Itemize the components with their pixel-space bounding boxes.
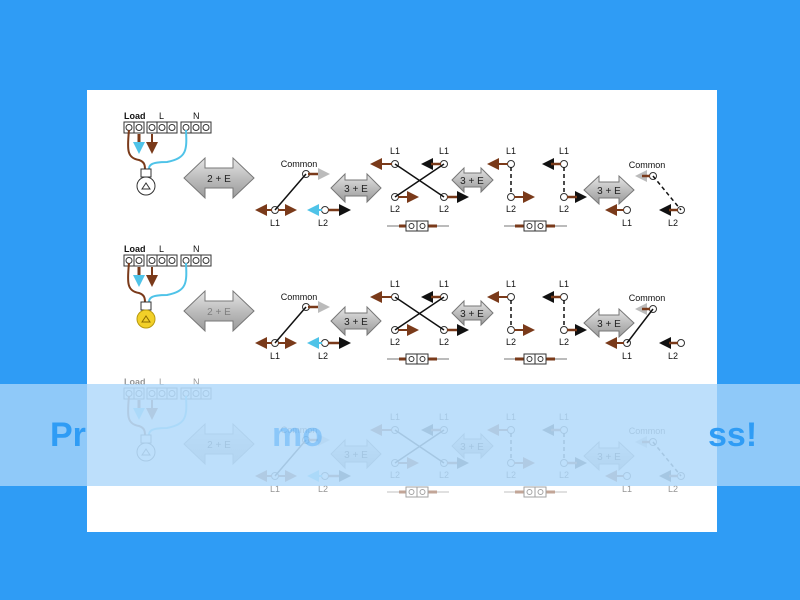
l1-label: L1	[559, 146, 569, 156]
live-label: L	[159, 244, 164, 254]
l1-label: L1	[270, 218, 280, 228]
cable-3e-label: 3 + E	[460, 176, 484, 187]
l2-label: L2	[439, 204, 449, 214]
common-label: Common	[281, 292, 318, 302]
l2-label: L2	[439, 337, 449, 347]
l1-label: L1	[622, 218, 632, 228]
cable-3e-label: 3 + E	[344, 184, 368, 195]
l1-label: L1	[506, 146, 516, 156]
live-label: L	[159, 377, 164, 387]
watermark-middle-text: mo	[272, 416, 323, 454]
neutral-label: N	[193, 244, 200, 254]
l2-label: L2	[318, 351, 328, 361]
cable-3e-label: 3 + E	[344, 317, 368, 328]
live-label: L	[159, 111, 164, 121]
cable-3e-label: 3 + E	[597, 186, 621, 197]
l2-label: L2	[506, 337, 516, 347]
row-2-labels: Load L N 2 + E Common L1 L2 3 + E L1 L2 …	[124, 244, 678, 361]
l2-label: L2	[559, 337, 569, 347]
cable-3e-label: 3 + E	[597, 319, 621, 330]
lamp-on-icon	[136, 309, 156, 329]
watermark-left-text: Pr	[50, 416, 86, 454]
l2-label: L2	[390, 204, 400, 214]
l2-label: L2	[668, 218, 678, 228]
neutral-label: N	[193, 111, 200, 121]
cable-3e-label: 3 + E	[460, 309, 484, 320]
l2-label: L2	[318, 218, 328, 228]
load-label: Load	[124, 377, 146, 387]
watermark-right-text: ss!	[708, 416, 758, 454]
l2-label: L2	[506, 204, 516, 214]
l1-label: L1	[270, 351, 280, 361]
common-label: Common	[629, 160, 666, 170]
l2-label: L2	[318, 484, 328, 494]
l2-label: L2	[668, 351, 678, 361]
common-label: Common	[281, 159, 318, 169]
l1-label: L1	[390, 146, 400, 156]
cable-2e-label: 2 + E	[207, 307, 231, 318]
l2-label: L2	[559, 204, 569, 214]
row-1-labels: Load L N 2 + E Common L1 L2 3 + E L1 L2 …	[124, 111, 678, 228]
watermark-banner	[0, 384, 800, 486]
l1-label: L1	[390, 279, 400, 289]
l1-label: L1	[439, 279, 449, 289]
cable-2e-label: 2 + E	[207, 174, 231, 185]
l1-label: L1	[506, 279, 516, 289]
diagram-row-2	[124, 255, 685, 364]
load-label: Load	[124, 244, 146, 254]
l2-label: L2	[390, 337, 400, 347]
neutral-label: N	[193, 377, 200, 387]
l1-label: L1	[559, 279, 569, 289]
diagram-row-1	[124, 122, 685, 231]
common-label: Common	[629, 293, 666, 303]
lamp-off-icon	[136, 176, 156, 196]
l1-label: L1	[270, 484, 280, 494]
load-label: Load	[124, 111, 146, 121]
l1-label: L1	[622, 484, 632, 494]
l2-label: L2	[668, 484, 678, 494]
watermark-text: Pr mo ss!	[0, 384, 800, 486]
l1-label: L1	[439, 146, 449, 156]
l1-label: L1	[622, 351, 632, 361]
